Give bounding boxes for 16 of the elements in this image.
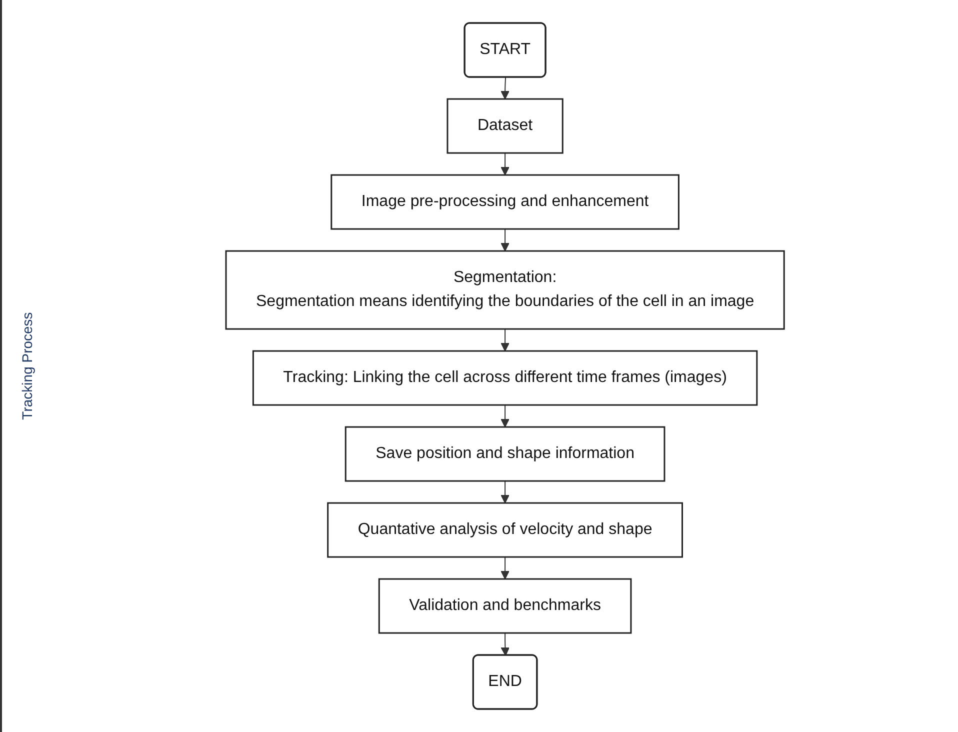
arrow <box>500 556 510 580</box>
arrow <box>500 480 510 504</box>
arrow <box>500 404 510 428</box>
arrow <box>500 77 510 100</box>
node-box: Image pre-processing and enhancement <box>330 174 680 230</box>
arrow <box>500 328 510 352</box>
node-box: Validation and benchmarks <box>378 578 632 634</box>
node-box: Save position and shape information <box>344 426 666 482</box>
arrow <box>500 228 510 252</box>
arrow <box>500 632 510 656</box>
node-box: Segmentation: Segmentation means identifying the boundaries of the cell in an image <box>225 250 785 330</box>
side-label: Tracking Process <box>19 312 35 420</box>
node-box: Quantative analysis of velocity and shape <box>327 502 683 558</box>
arrow <box>500 152 510 176</box>
node-box: Tracking: Linking the cell across different time frames (images) <box>252 350 758 406</box>
node-box: Dataset <box>446 98 564 154</box>
